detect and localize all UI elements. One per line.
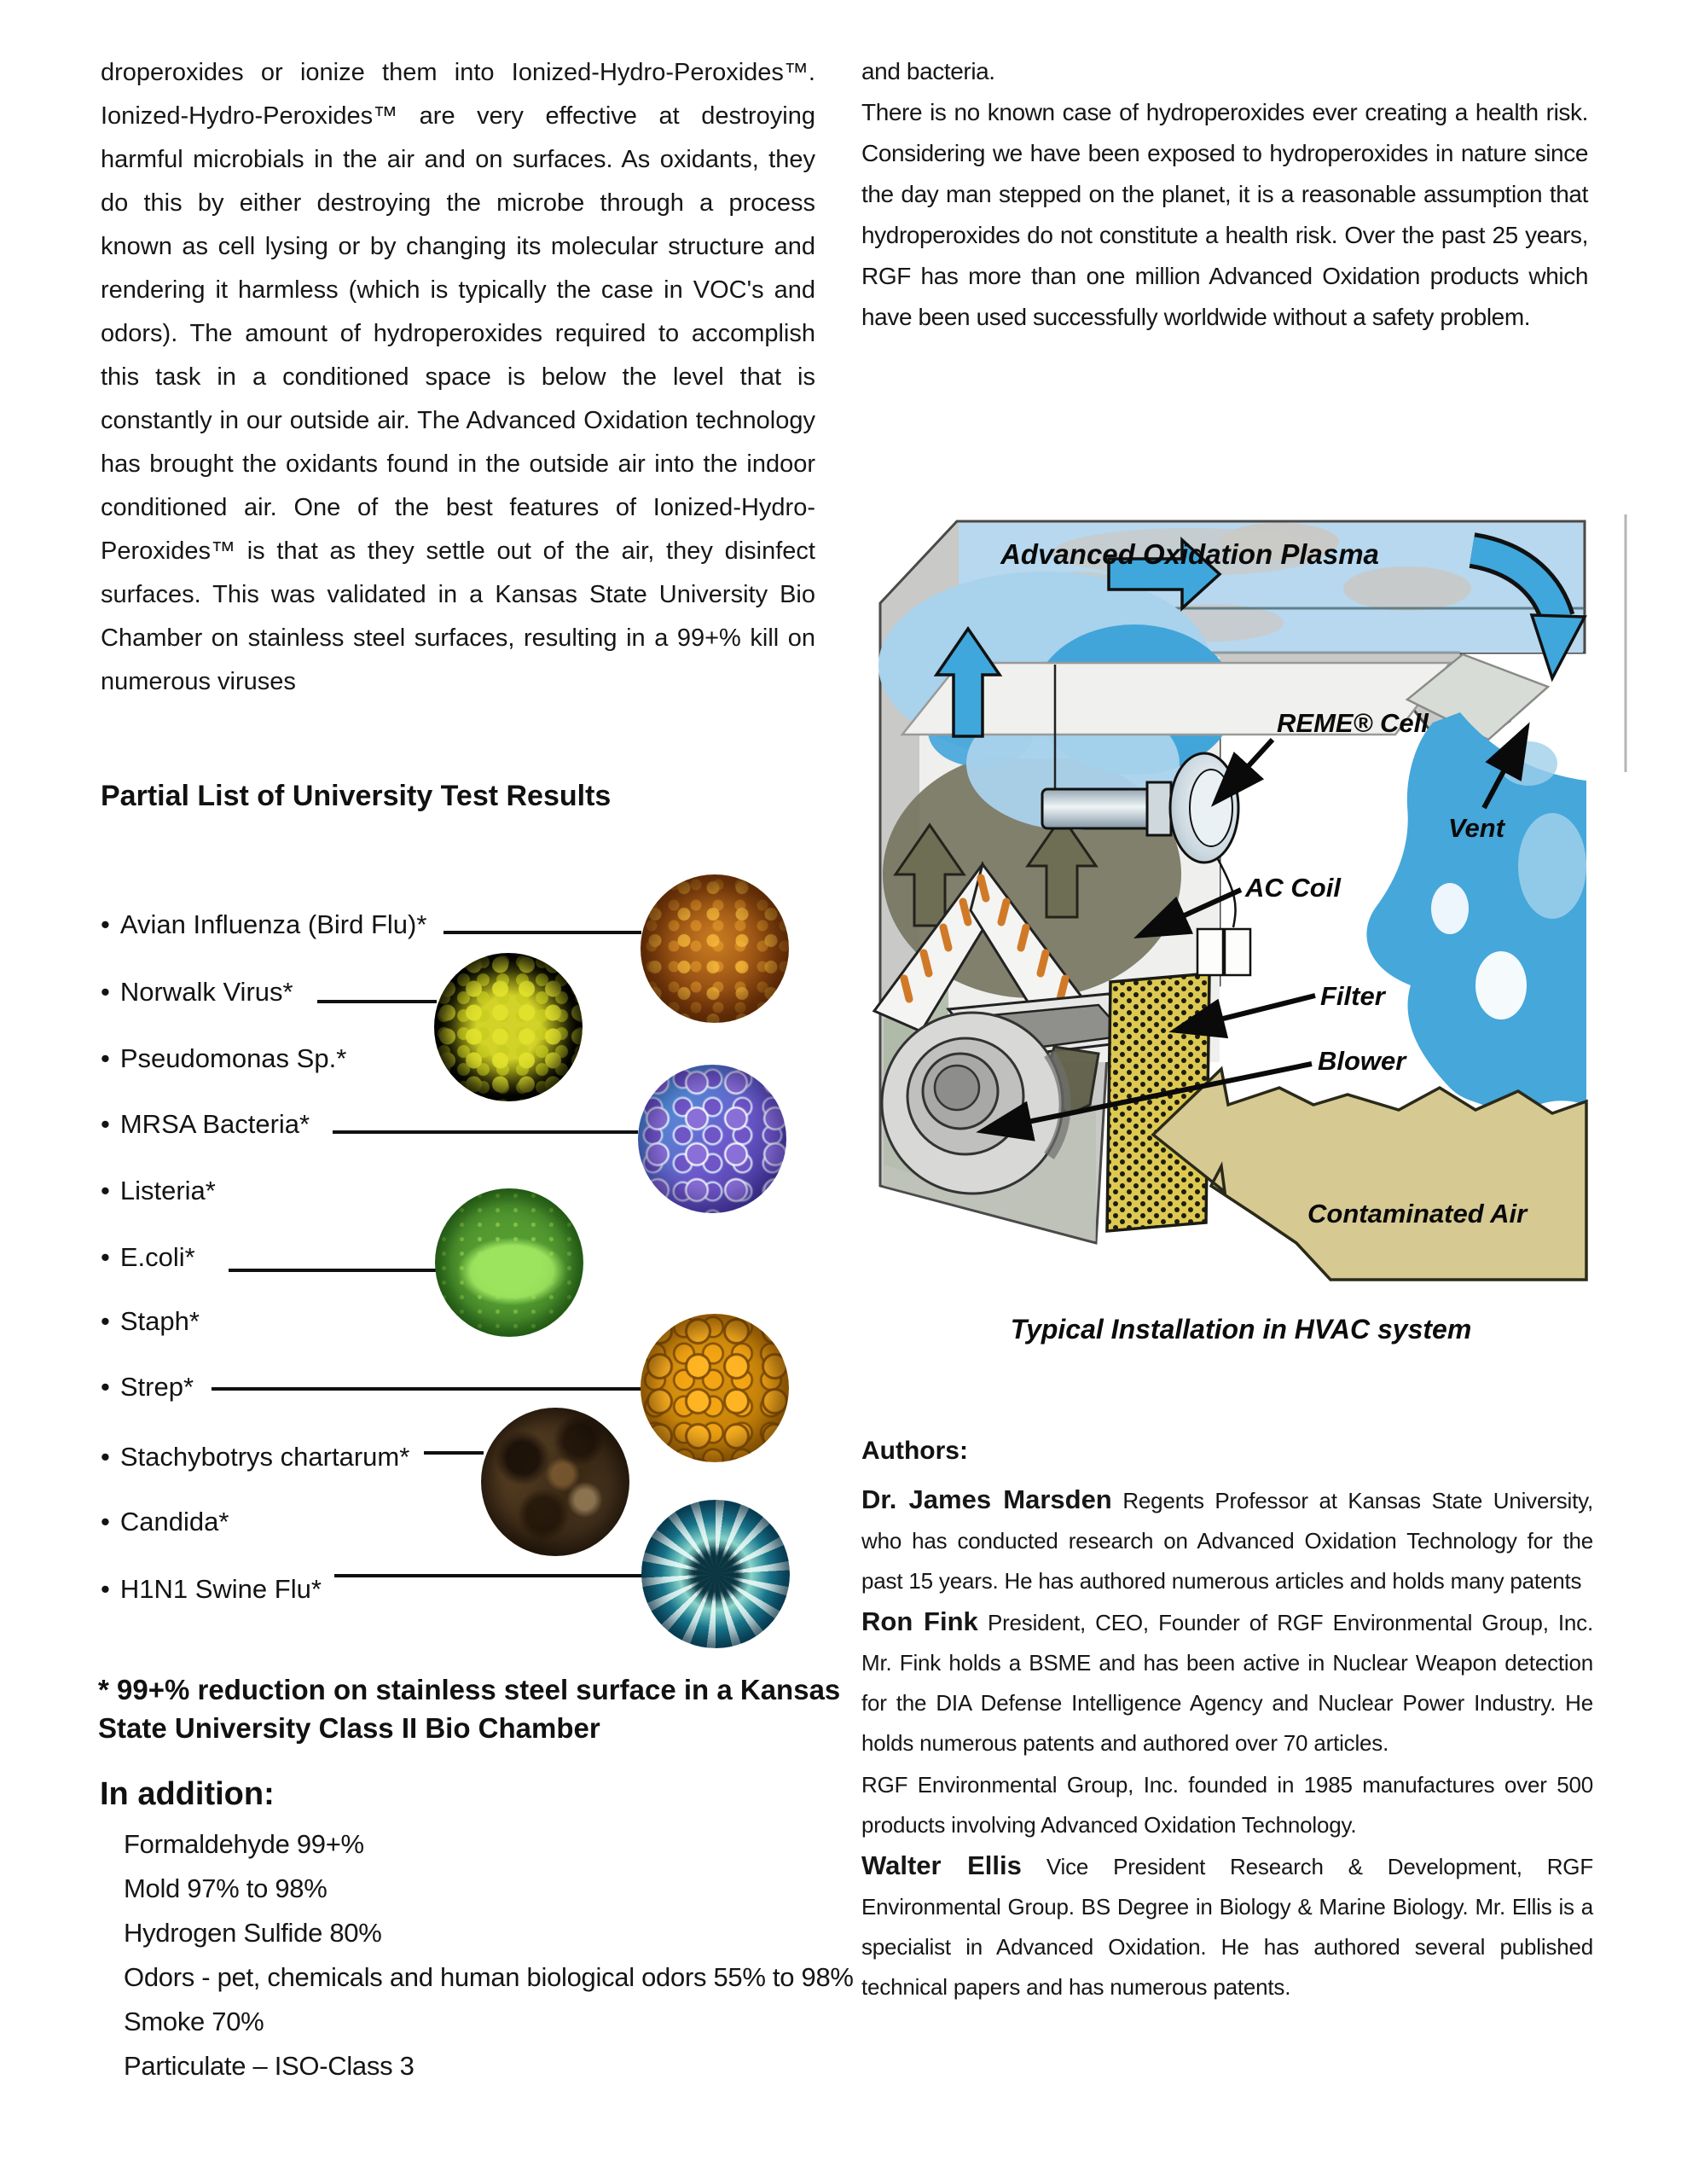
vent-pointer-arrow bbox=[1481, 722, 1530, 810]
list-item-candida: •Candida* bbox=[101, 1507, 229, 1536]
filter-label: Filter bbox=[1320, 981, 1387, 1011]
list-item-pseudomonas: •Pseudomonas Sp.* bbox=[101, 1043, 347, 1073]
connector-line-strep bbox=[212, 1387, 643, 1391]
connector-line-avian bbox=[443, 931, 641, 934]
strep-micrograph bbox=[641, 1314, 789, 1462]
avian-influenza-micrograph bbox=[641, 874, 789, 1023]
connector-line-mrsa bbox=[333, 1130, 638, 1134]
left-body-paragraph: droperoxides or ionize them into Ionized… bbox=[101, 59, 815, 695]
airflow-arrow-up bbox=[893, 822, 966, 927]
blower-label: Blower bbox=[1318, 1046, 1407, 1076]
electrical-box bbox=[1196, 927, 1225, 977]
list-item-ecoli: •E.coli* bbox=[101, 1242, 195, 1272]
list-item: Formaldehyde 99+% bbox=[124, 1829, 364, 1859]
results-heading: Partial List of University Test Results bbox=[101, 780, 612, 812]
plasma-arrow-right bbox=[1107, 537, 1222, 612]
bullet-icon: • bbox=[101, 1176, 110, 1205]
diagram-caption: Typical Installation in HVAC system bbox=[1010, 1314, 1472, 1345]
paragraph-continuation: and bacteria. bbox=[861, 58, 995, 84]
bullet-icon: • bbox=[101, 977, 110, 1007]
reme-pointer-arrow bbox=[1210, 737, 1275, 807]
clean-air-plume bbox=[1366, 712, 1586, 1124]
author-name: Dr. James Marsden bbox=[861, 1484, 1112, 1514]
bullet-icon: • bbox=[101, 1507, 110, 1536]
list-item: Smoke 70% bbox=[124, 2007, 264, 2036]
blower-pointer-arrow bbox=[976, 1061, 1313, 1141]
norwalk-virus-micrograph bbox=[434, 953, 583, 1101]
mrsa-micrograph bbox=[638, 1065, 786, 1213]
authors-heading: Authors: bbox=[861, 1437, 968, 1465]
ac-coil-label: AC Coil bbox=[1244, 873, 1342, 903]
connector-line-norwalk bbox=[317, 1000, 437, 1003]
contaminated-air-label: Contaminated Air bbox=[1307, 1199, 1528, 1228]
list-item: Particulate – ISO-Class 3 bbox=[124, 2051, 415, 2081]
list-item-mrsa: •MRSA Bacteria* bbox=[101, 1109, 310, 1139]
bullet-icon: • bbox=[101, 1442, 110, 1472]
plasma-label: Advanced Oxidation Plasma bbox=[1000, 538, 1379, 570]
connector-line-h1n1 bbox=[334, 1574, 643, 1577]
list-item-strep: •Strep* bbox=[101, 1372, 194, 1402]
vent-label: Vent bbox=[1448, 813, 1506, 843]
stachybotrys-micrograph bbox=[481, 1408, 629, 1556]
list-item-avian: •Avian Influenza (Bird Flu)* bbox=[101, 909, 427, 939]
authors-section: Authors: Dr. James Marsden Regents Profe… bbox=[861, 1437, 1593, 2007]
ac-coil-pointer-arrow bbox=[1133, 887, 1243, 938]
in-addition-list: Formaldehyde 99+% Mold 97% to 98% Hydrog… bbox=[124, 1822, 854, 2088]
connector-line-stachybotrys bbox=[424, 1451, 484, 1455]
ecoli-micrograph bbox=[435, 1188, 583, 1337]
company-note: RGF Environmental Group, Inc. founded in… bbox=[861, 1772, 1593, 1838]
list-item-stachybotrys: •Stachybotrys chartarum* bbox=[101, 1442, 410, 1472]
bullet-icon: • bbox=[101, 1242, 110, 1272]
contaminated-air-arrow bbox=[1151, 1066, 1588, 1281]
list-item: Odors - pet, chemicals and human biologi… bbox=[124, 1962, 854, 1992]
hvac-installation-diagram: Advanced Oxidation Plasma REME® Cell Ven… bbox=[853, 508, 1629, 1361]
list-item-staph: •Staph* bbox=[101, 1306, 200, 1336]
h1n1-micrograph bbox=[641, 1500, 790, 1648]
airflow-arrow-up bbox=[1025, 814, 1099, 919]
filter-pointer-arrow bbox=[1168, 993, 1316, 1039]
author-bio-ellis: Walter Ellis Vice President Research & D… bbox=[861, 1850, 1594, 2000]
plenum-lid bbox=[900, 661, 1452, 736]
list-item-h1n1: •H1N1 Swine Flu* bbox=[101, 1574, 322, 1604]
author-name: Walter Ellis bbox=[861, 1850, 1022, 1880]
coil-slots bbox=[900, 874, 1070, 1003]
list-item-listeria: •Listeria* bbox=[101, 1176, 216, 1205]
author-bio-marsden: Dr. James Marsden Regents Professor at K… bbox=[861, 1484, 1593, 1594]
footnote: * 99+% reduction on stainless steel surf… bbox=[98, 1674, 841, 1744]
bullet-icon: • bbox=[101, 909, 110, 939]
connector-line-ecoli bbox=[229, 1269, 438, 1272]
reme-cell-body bbox=[1041, 787, 1159, 830]
plasma-arrow-up bbox=[933, 625, 1003, 738]
bullet-icon: • bbox=[101, 1043, 110, 1073]
right-paragraph: There is no known case of hydroperoxides… bbox=[861, 99, 1588, 330]
list-item-norwalk: •Norwalk Virus* bbox=[101, 977, 293, 1007]
author-name: Ron Fink bbox=[861, 1606, 978, 1636]
bullet-icon: • bbox=[101, 1306, 110, 1336]
reme-label: REME® Cell bbox=[1277, 708, 1429, 738]
list-item: Mold 97% to 98% bbox=[124, 1873, 328, 1903]
right-body-text: and bacteria. There is no known case of … bbox=[861, 51, 1588, 338]
reme-wire bbox=[1216, 858, 1237, 928]
in-addition-heading: In addition: bbox=[100, 1776, 275, 1812]
list-item: Hydrogen Sulfide 80% bbox=[124, 1918, 382, 1948]
author-bio-fink: Ron Fink President, CEO, Founder of RGF … bbox=[861, 1606, 1593, 1756]
bullet-icon: • bbox=[101, 1372, 110, 1402]
bullet-icon: • bbox=[101, 1109, 110, 1139]
bullet-icon: • bbox=[101, 1574, 110, 1604]
